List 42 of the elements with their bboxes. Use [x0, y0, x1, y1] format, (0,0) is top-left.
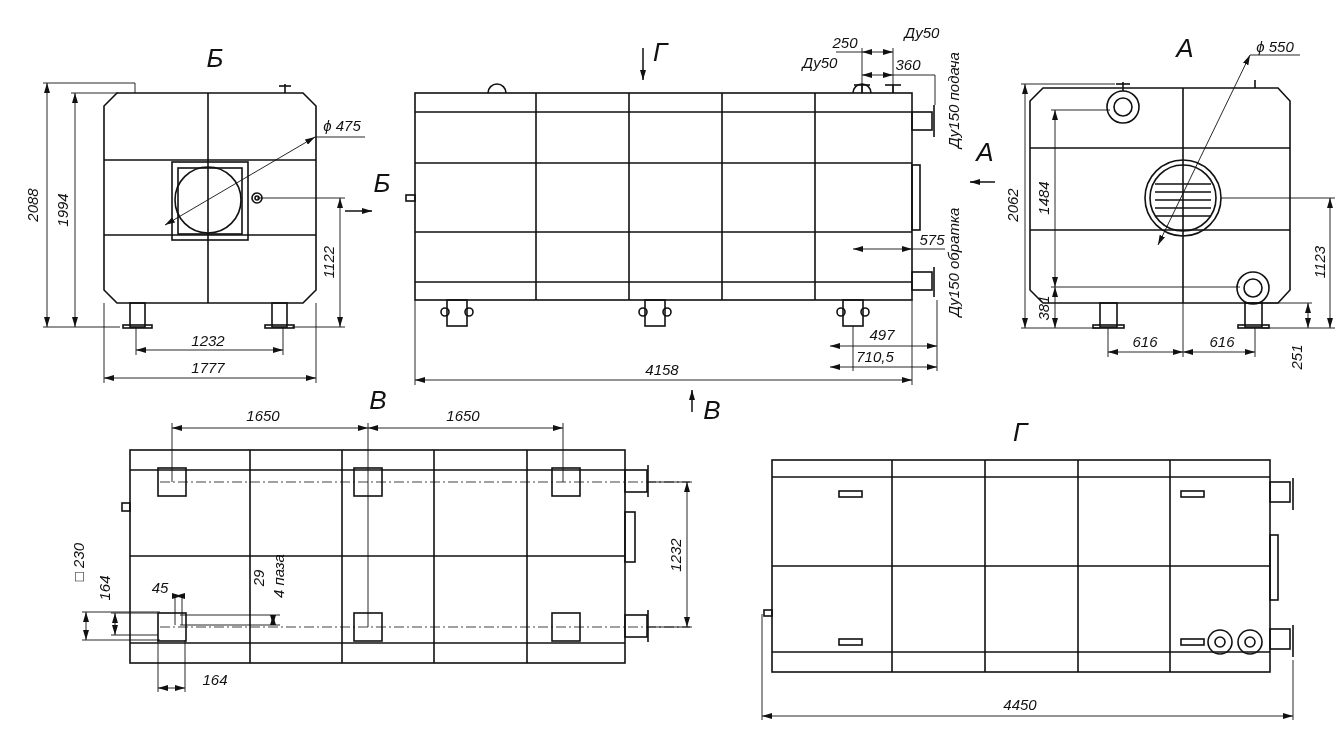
view-letter: Г [1012, 419, 1028, 445]
dimension-value: 2062 [1004, 188, 1020, 222]
view-letter: Б [206, 45, 224, 71]
dimension-value: 381 [1035, 295, 1051, 321]
dimension-value: 1650 [446, 407, 480, 423]
dimension-value: 616 [1209, 333, 1235, 349]
dimension-value: 250 [832, 34, 858, 50]
dimension-value: 497 [869, 326, 895, 342]
dimension-value: 251 [1288, 344, 1304, 370]
dimension-value: 29 [250, 569, 266, 587]
dimension-value: 1122 [320, 245, 336, 279]
dimension-value: 164 [202, 671, 228, 687]
diameter-value: ϕ 550 [1256, 38, 1294, 54]
view-letter: В [369, 387, 387, 413]
view-letter: А [976, 139, 994, 165]
dimension-value: 1232 [191, 332, 225, 348]
slot-note: 4 паза [270, 554, 286, 598]
dimension-value: 1994 [54, 193, 70, 227]
dimension-value: 1123 [1311, 245, 1327, 279]
dimension-value: 164 [96, 575, 112, 601]
pipe-label: Ду150 обратка [945, 207, 961, 317]
dimension-value: 1650 [246, 407, 280, 423]
dimension-value: 1232 [667, 538, 683, 572]
pipe-size-label: Ду50 [802, 54, 838, 70]
dimension-value: 360 [895, 56, 921, 72]
dimension-value: 45 [151, 579, 169, 595]
view-letter: Б [373, 170, 391, 196]
diameter-value: ϕ 475 [323, 117, 361, 133]
dimension-value: 4158 [645, 361, 679, 377]
view-letter: А [1176, 35, 1194, 61]
pipe-size-label: Ду50 [904, 24, 940, 40]
dimension-value: 1484 [1035, 181, 1051, 215]
dimension-value: 616 [1132, 333, 1158, 349]
dimension-value: 710,5 [856, 348, 894, 364]
view-letter: Г [652, 39, 668, 65]
dimension-value: 1777 [191, 359, 225, 375]
pipe-label: Ду150 подача [945, 52, 961, 148]
dimension-value: 2088 [24, 188, 40, 222]
dimension-value: 4450 [1003, 696, 1037, 712]
view-letter: В [703, 397, 721, 423]
dimension-value: 575 [919, 231, 945, 247]
dimension-value: □ 230 [70, 542, 86, 582]
